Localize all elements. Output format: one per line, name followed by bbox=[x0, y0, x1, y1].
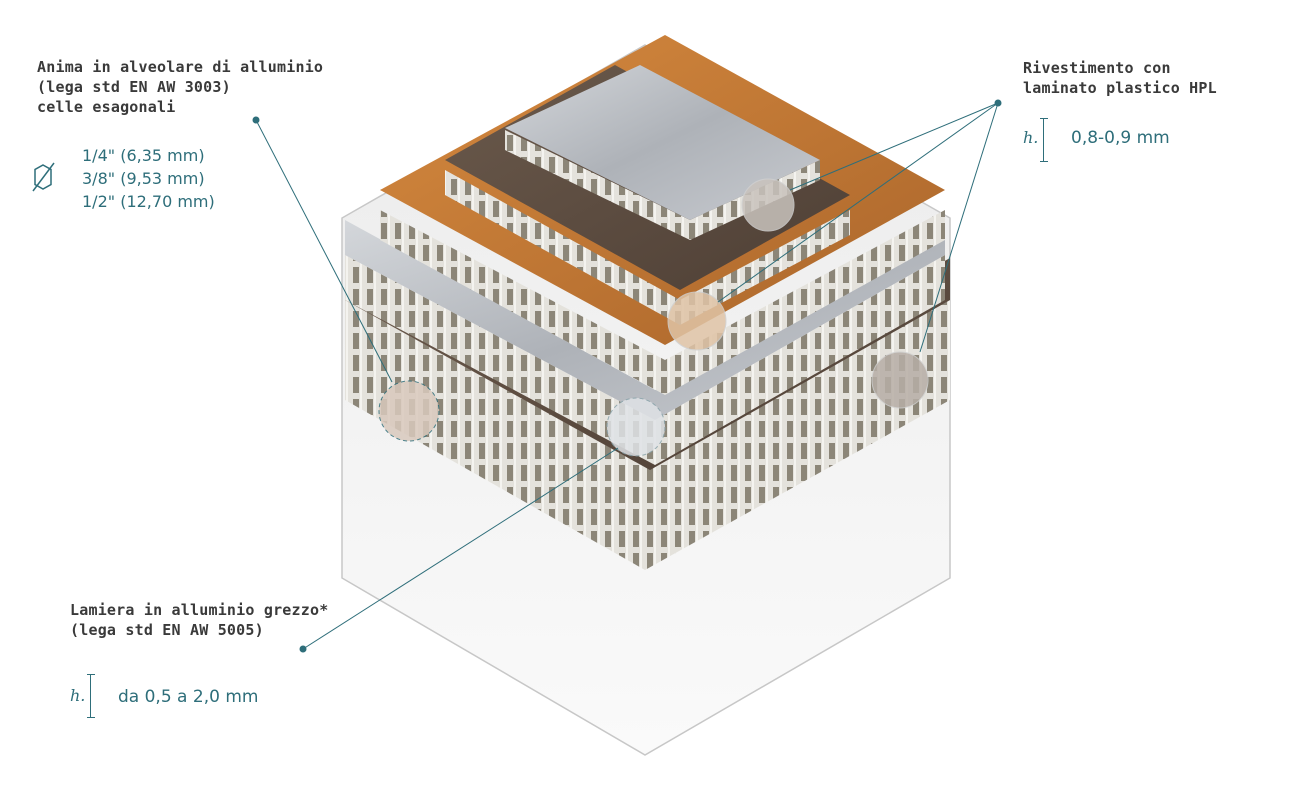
core-cell-sizes: 1/4" (6,35 mm) 3/8" (9,53 mm) 1/2" (12,7… bbox=[82, 144, 215, 213]
sheet-title-line-2: (lega std EN AW 5005) bbox=[70, 621, 264, 639]
zoom-circle-hpl-wood bbox=[667, 291, 727, 351]
core-title-line-3: celle esagonali bbox=[37, 98, 176, 116]
cladding-thickness: 0,8-0,9 mm bbox=[1071, 128, 1170, 148]
core-title-line-2: (lega std EN AW 3003) bbox=[37, 78, 231, 96]
leader-dot-cladding bbox=[994, 99, 1002, 107]
cladding-title-line-2: laminato plastico HPL bbox=[1023, 79, 1217, 97]
zoom-circle-honeycomb bbox=[378, 380, 440, 442]
hexagon-diameter-icon bbox=[32, 162, 55, 192]
leader-dot-core bbox=[252, 116, 260, 124]
cladding-label: Rivestimento con laminato plastico HPL bbox=[1023, 58, 1217, 98]
leader-lines bbox=[255, 102, 999, 650]
sheet-title-line-1: Lamiera in alluminio grezzo* bbox=[70, 601, 329, 619]
sheet-h-symbol: h. bbox=[70, 686, 86, 705]
cell-size-2: 3/8" (9,53 mm) bbox=[82, 169, 205, 188]
cell-size-3: 1/2" (12,70 mm) bbox=[82, 192, 215, 211]
sheet-thickness: da 0,5 a 2,0 mm bbox=[118, 687, 259, 707]
layer-top-aluminium bbox=[505, 65, 820, 240]
core-title-line-1: Anima in alveolare di alluminio bbox=[37, 58, 324, 76]
cell-size-1: 1/4" (6,35 mm) bbox=[82, 146, 205, 165]
leader-dot-sheet bbox=[299, 645, 307, 653]
core-label: Anima in alveolare di alluminio (lega st… bbox=[37, 57, 323, 117]
zoom-circle-hpl-dark bbox=[871, 351, 929, 409]
sheet-label: Lamiera in alluminio grezzo* (lega std E… bbox=[70, 600, 328, 640]
cladding-title-line-1: Rivestimento con bbox=[1023, 59, 1171, 77]
sheet-thickness-bar bbox=[87, 674, 95, 718]
cladding-h-symbol: h. bbox=[1023, 128, 1039, 147]
zoom-circle-hpl-top bbox=[741, 178, 795, 232]
cladding-thickness-bar bbox=[1040, 118, 1048, 162]
zoom-circle-aluminium bbox=[606, 397, 666, 457]
